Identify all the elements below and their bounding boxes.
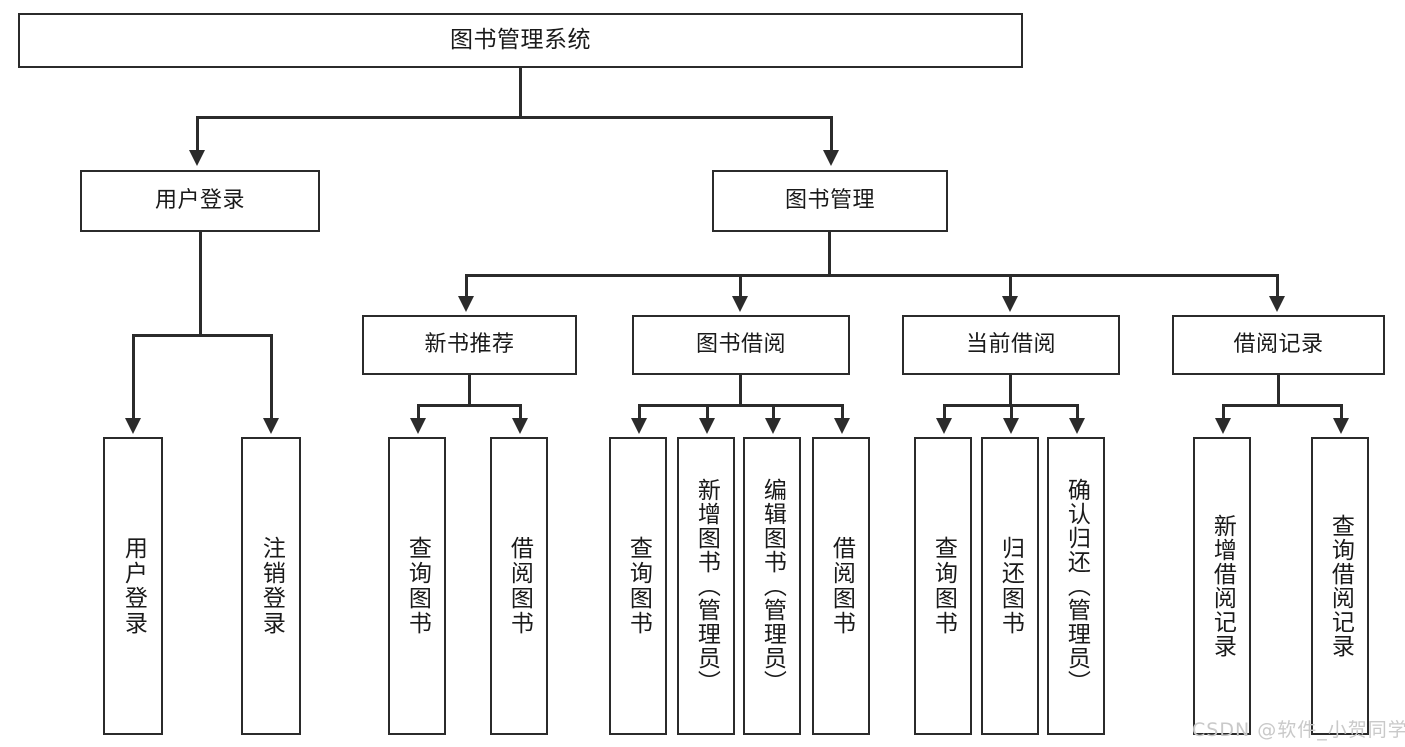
node-new-book-rec-label: 新书推荐	[424, 331, 515, 357]
node-leaf-query-record-label: 查询借阅记录	[1327, 514, 1354, 658]
connector-current-borrow-stem	[1009, 375, 1012, 407]
node-root-label: 图书管理系统	[450, 26, 591, 53]
connector-to-borrow-record	[1276, 274, 1279, 298]
connector-to-current-borrow	[1009, 274, 1012, 298]
connector-new-book-rec-stem	[468, 375, 471, 407]
node-leaf-edit-book-label: 编辑图书（管理员）	[759, 478, 786, 694]
arrow-root-to-book-manage	[823, 150, 839, 166]
node-root[interactable]: 图书管理系统	[18, 13, 1023, 68]
node-user-login[interactable]: 用户登录	[80, 170, 320, 232]
arrow-to-borrow-record	[1269, 296, 1285, 312]
node-leaf-query-book-3-label: 查询图书	[930, 536, 957, 636]
node-leaf-user-login-label: 用户登录	[120, 536, 147, 636]
node-leaf-confirm-return[interactable]: 确认归还（管理员）	[1047, 437, 1105, 735]
arrow-to-leaf-query-book-1	[410, 418, 426, 434]
node-book-manage[interactable]: 图书管理	[712, 170, 948, 232]
arrow-to-leaf-return-book	[1003, 418, 1019, 434]
connector-user-login-bar	[133, 334, 273, 337]
node-leaf-add-book[interactable]: 新增图书（管理员）	[677, 437, 735, 735]
connector-book-borrow-c4	[841, 404, 844, 420]
connector-user-login-left	[132, 334, 135, 420]
connector-user-login-right	[270, 334, 273, 420]
node-leaf-logout[interactable]: 注销登录	[241, 437, 301, 735]
node-borrow-record[interactable]: 借阅记录	[1172, 315, 1385, 375]
arrow-to-leaf-confirm-return	[1069, 418, 1085, 434]
connector-current-borrow-c1	[943, 404, 946, 420]
connector-new-book-rec-left	[417, 404, 420, 420]
connector-book-borrow-c3	[772, 404, 775, 420]
arrow-to-leaf-borrow-book-2	[834, 418, 850, 434]
connector-book-borrow-c2	[706, 404, 709, 420]
connector-user-login-stem	[199, 232, 202, 336]
node-leaf-add-record-label: 新增借阅记录	[1209, 514, 1236, 658]
csdn-watermark: CSDN @软件_小贺同学	[1192, 719, 1405, 741]
arrow-to-leaf-query-book-2	[631, 418, 647, 434]
node-leaf-query-book-2[interactable]: 查询图书	[609, 437, 667, 735]
connector-new-book-rec-right	[519, 404, 522, 420]
connector-borrow-record-left	[1222, 404, 1225, 420]
node-current-borrow[interactable]: 当前借阅	[902, 315, 1120, 375]
node-leaf-query-book-3[interactable]: 查询图书	[914, 437, 972, 735]
node-new-book-rec[interactable]: 新书推荐	[362, 315, 577, 375]
arrow-to-leaf-query-record	[1333, 418, 1349, 434]
connector-to-book-borrow	[739, 274, 742, 298]
arrow-to-leaf-user-login	[125, 418, 141, 434]
node-leaf-query-book-1-label: 查询图书	[404, 536, 431, 636]
connector-borrow-record-right	[1340, 404, 1343, 420]
node-leaf-confirm-return-label: 确认归还（管理员）	[1063, 478, 1090, 694]
node-leaf-return-book[interactable]: 归还图书	[981, 437, 1039, 735]
connector-book-manage-bar	[466, 274, 1278, 277]
connector-borrow-record-bar	[1223, 404, 1342, 407]
arrow-to-leaf-add-book	[699, 418, 715, 434]
node-leaf-query-book-2-label: 查询图书	[625, 536, 652, 636]
node-leaf-user-login[interactable]: 用户登录	[103, 437, 163, 735]
node-leaf-add-record[interactable]: 新增借阅记录	[1193, 437, 1251, 735]
connector-book-borrow-stem	[739, 375, 742, 407]
node-leaf-borrow-book-1[interactable]: 借阅图书	[490, 437, 548, 735]
node-leaf-borrow-book-2[interactable]: 借阅图书	[812, 437, 870, 735]
node-leaf-borrow-book-2-label: 借阅图书	[828, 536, 855, 636]
connector-current-borrow-c2	[1010, 404, 1013, 420]
node-book-manage-label: 图书管理	[784, 187, 875, 213]
node-leaf-query-book-1[interactable]: 查询图书	[388, 437, 446, 735]
connector-book-manage-stem	[828, 232, 831, 276]
arrow-to-new-book-rec	[458, 296, 474, 312]
node-user-login-label: 用户登录	[154, 187, 245, 213]
arrow-to-leaf-query-book-3	[936, 418, 952, 434]
connector-root-stem	[519, 68, 522, 116]
node-leaf-return-book-label: 归还图书	[997, 536, 1024, 636]
node-leaf-add-book-label: 新增图书（管理员）	[693, 478, 720, 694]
arrow-to-book-borrow	[732, 296, 748, 312]
node-book-borrow-label: 图书借阅	[695, 331, 786, 357]
connector-borrow-record-stem	[1277, 375, 1280, 407]
node-leaf-logout-label: 注销登录	[258, 536, 285, 636]
node-borrow-record-label: 借阅记录	[1233, 331, 1324, 357]
connector-root-bar	[197, 116, 833, 119]
node-current-borrow-label: 当前借阅	[965, 331, 1056, 357]
connector-new-book-rec-bar	[418, 404, 521, 407]
node-leaf-edit-book[interactable]: 编辑图书（管理员）	[743, 437, 801, 735]
connector-root-to-user-login	[196, 116, 199, 152]
arrow-to-current-borrow	[1002, 296, 1018, 312]
connector-book-borrow-c1	[638, 404, 641, 420]
connector-current-borrow-c3	[1076, 404, 1079, 420]
node-leaf-borrow-book-1-label: 借阅图书	[506, 536, 533, 636]
node-book-borrow[interactable]: 图书借阅	[632, 315, 850, 375]
connector-root-to-book-manage	[830, 116, 833, 152]
arrow-to-leaf-borrow-book-1	[512, 418, 528, 434]
arrow-to-leaf-add-record	[1215, 418, 1231, 434]
arrow-root-to-user-login	[189, 150, 205, 166]
node-leaf-query-record[interactable]: 查询借阅记录	[1311, 437, 1369, 735]
arrow-to-leaf-edit-book	[765, 418, 781, 434]
arrow-to-leaf-logout	[263, 418, 279, 434]
connector-to-new-book-rec	[465, 274, 468, 298]
connector-book-borrow-bar	[639, 404, 843, 407]
